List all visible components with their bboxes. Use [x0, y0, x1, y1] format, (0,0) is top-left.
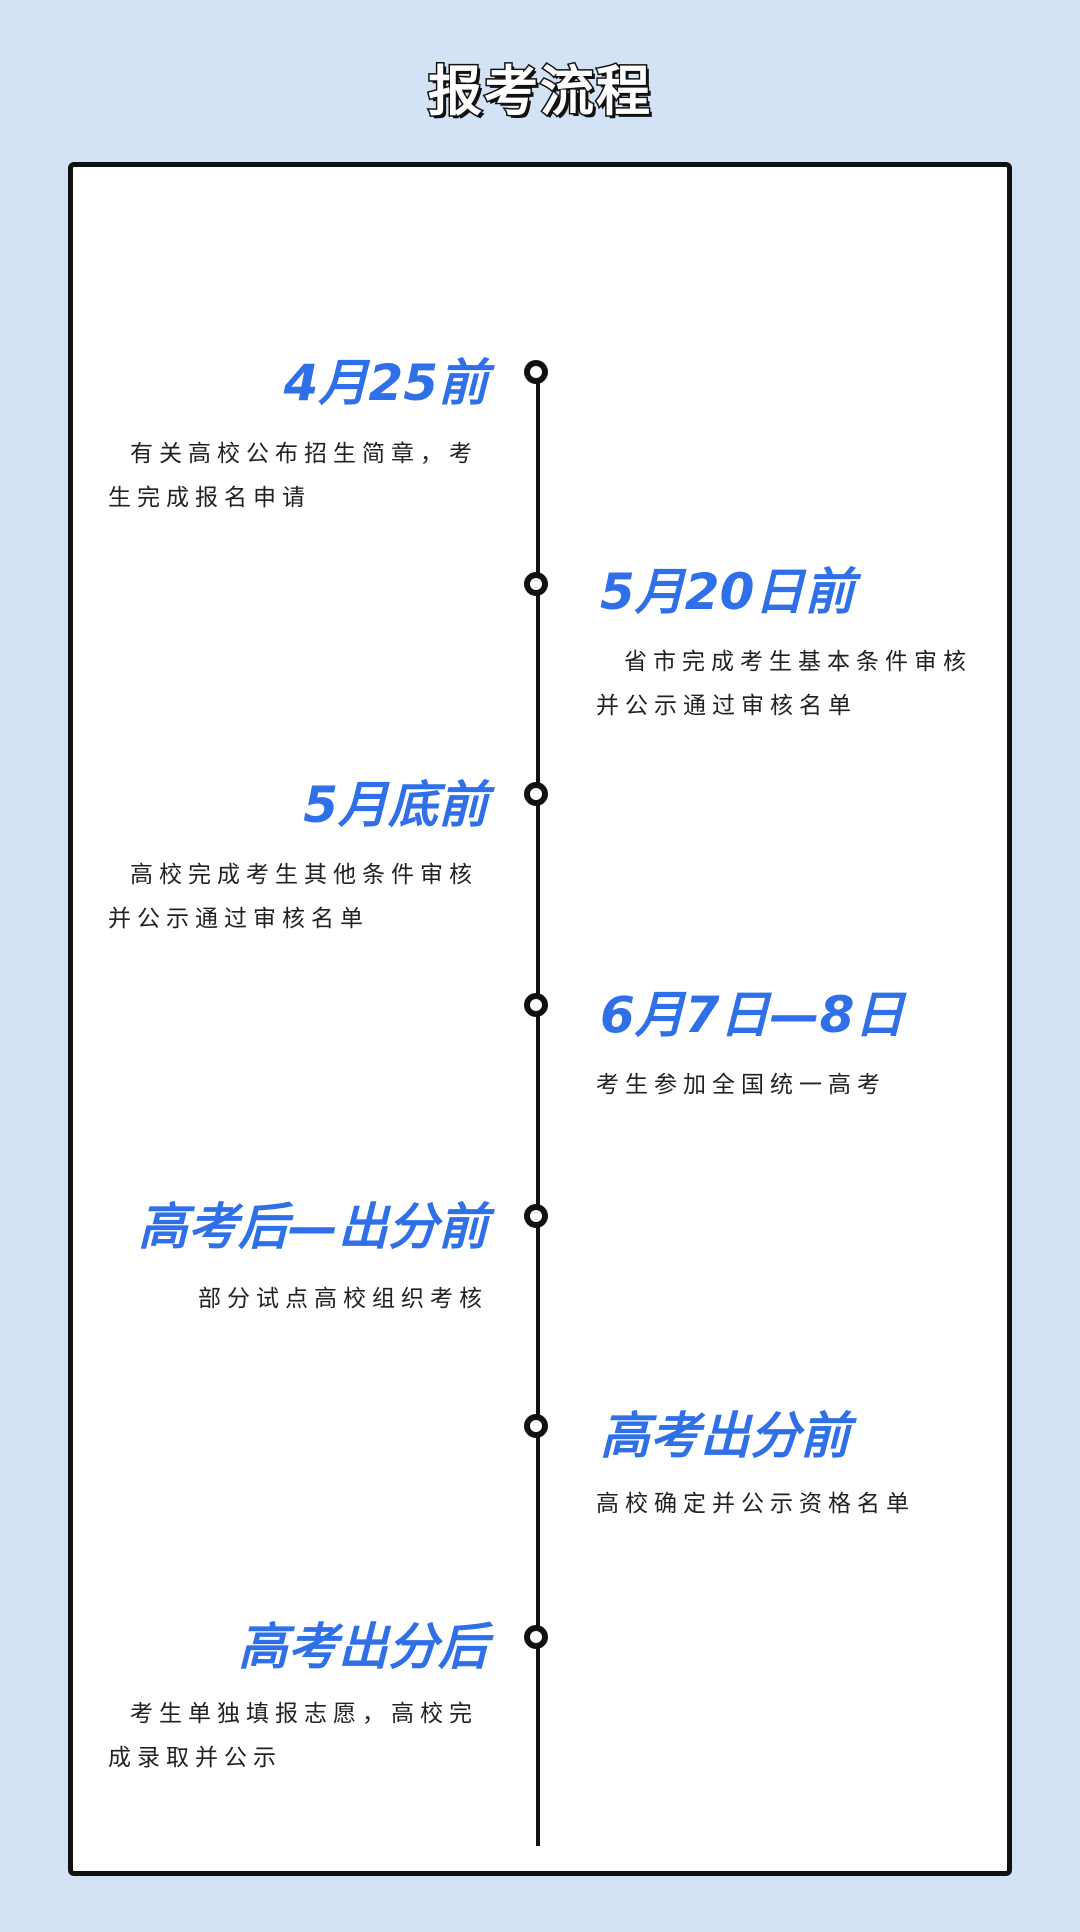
- step-5-description: 部分试点高校组织考核: [198, 1286, 488, 1312]
- step-6-description: 高校确定并公示资格名单: [596, 1491, 915, 1517]
- timeline-node-2: [524, 572, 548, 596]
- timeline-node-7: [524, 1625, 548, 1649]
- step-7-description: 考生单独填报志愿，高校完成录取并公示: [108, 1701, 478, 1771]
- step-3-description: 高校完成考生其他条件审核并公示通过审核名单: [108, 862, 478, 932]
- timeline-card: [68, 162, 1012, 1876]
- timeline-node-5: [524, 1204, 548, 1228]
- timeline-node-4: [524, 993, 548, 1017]
- step-3-date: 5月底前: [303, 776, 488, 834]
- step-2-description: 省市完成考生基本条件审核并公示通过审核名单: [596, 649, 972, 719]
- timeline-node-6: [524, 1414, 548, 1438]
- step-4-date: 6月7日—8日: [600, 986, 905, 1044]
- step-7-date: 高考出分后: [238, 1618, 488, 1676]
- step-6-date: 高考出分前: [600, 1407, 850, 1465]
- timeline-node-3: [524, 782, 548, 806]
- page-title: 报考流程: [427, 59, 652, 125]
- step-5-date: 高考后—出分前: [138, 1198, 488, 1256]
- timeline-line: [536, 372, 540, 1846]
- step-1-description: 有关高校公布招生简章，考生完成报名申请: [108, 441, 478, 511]
- timeline-node-1: [524, 360, 548, 384]
- step-4-description: 考生参加全国统一高考: [596, 1072, 886, 1098]
- step-1-date: 4月25前: [283, 354, 488, 412]
- step-2-date: 5月20日前: [600, 563, 855, 621]
